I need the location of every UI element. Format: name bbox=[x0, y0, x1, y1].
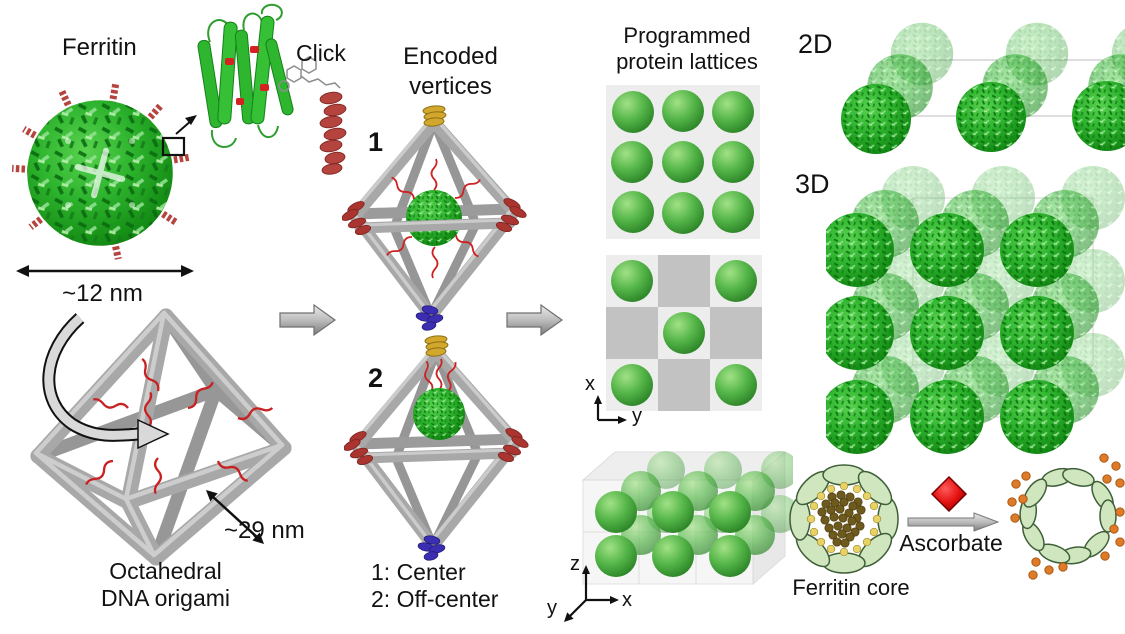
ascorbate-molecule-icon bbox=[930, 475, 968, 513]
blue-vertex-coils bbox=[417, 535, 446, 561]
red-vertex-coils bbox=[342, 198, 527, 236]
ascorbate-reaction-arrow bbox=[907, 512, 1000, 532]
axis-x-label-3d: x bbox=[622, 589, 632, 611]
axis-y-label-3d: y bbox=[547, 597, 557, 619]
red-vertex-coils bbox=[344, 428, 529, 466]
empty-shell-released-iron-illustration bbox=[1007, 453, 1125, 580]
yellow-vertex-coils bbox=[422, 105, 447, 127]
axis-z-label-3d: z bbox=[570, 553, 580, 575]
origami-caption-line2: DNA origami bbox=[100, 585, 231, 611]
protein-shell-subunits bbox=[789, 464, 899, 574]
origami-center-ferritin-illustration bbox=[342, 105, 527, 331]
ferritin-core-illustration bbox=[789, 464, 899, 574]
insertion-curved-arrow bbox=[42, 313, 170, 450]
xyz-axis-glyph bbox=[564, 565, 619, 622]
assembly-3d-rendering bbox=[826, 166, 1125, 454]
encoded-vertices-title-line1: Encoded bbox=[403, 43, 498, 70]
disassembled-shell-subunits bbox=[1019, 467, 1117, 565]
click-linker-structure bbox=[278, 56, 341, 92]
xy-axis-glyph bbox=[594, 395, 627, 424]
lattice-panel-3d-box bbox=[581, 450, 793, 586]
anchor-helix bbox=[319, 91, 347, 175]
click-label: Click bbox=[296, 40, 346, 66]
flow-arrow-1 bbox=[279, 303, 337, 337]
lattices-title-line2: protein lattices bbox=[616, 49, 758, 74]
assembly-2d-rendering bbox=[841, 22, 1125, 154]
blue-vertex-coils bbox=[415, 305, 444, 331]
encoded-vertices-title-line2: vertices bbox=[409, 73, 492, 100]
ferritin-label: Ferritin bbox=[62, 34, 137, 61]
origami-offcenter-ferritin-illustration bbox=[344, 335, 529, 561]
design-1-number: 1 bbox=[368, 127, 384, 157]
legend-offcenter: 2: Off-center bbox=[371, 586, 499, 612]
ferritin-scale-arrow bbox=[16, 265, 194, 277]
subunit-click-chemistry-illustration bbox=[197, 3, 347, 175]
origami-caption-line1: Octahedral bbox=[109, 558, 222, 584]
zoom-box bbox=[161, 136, 186, 157]
assembly-2d-label: 2D bbox=[798, 29, 833, 59]
lattices-title-line1: Programmed bbox=[623, 23, 751, 48]
iron-shell-dots bbox=[806, 481, 882, 557]
axis-y-label-2d: y bbox=[632, 405, 642, 427]
yellow-vertex-coils bbox=[424, 335, 449, 357]
flow-arrow-2 bbox=[506, 303, 564, 337]
ascorbate-label: Ascorbate bbox=[899, 530, 1003, 556]
lattice-panel-simple-cubic bbox=[606, 85, 760, 239]
design-2-number: 2 bbox=[368, 363, 384, 393]
ferritin-nanoparticle-illustration bbox=[11, 83, 197, 260]
lattice-panel-checkerboard bbox=[606, 255, 762, 411]
released-iron-dots bbox=[1007, 453, 1125, 580]
legend-center: 1: Center bbox=[371, 559, 466, 585]
assembly-3d-label: 3D bbox=[795, 169, 830, 199]
origami-edge-length-label: ~29 nm bbox=[224, 517, 305, 544]
axis-x-label-2d: x bbox=[585, 373, 595, 395]
ferritin-core-label: Ferritin core bbox=[792, 575, 910, 600]
iron-core-dots bbox=[817, 490, 866, 548]
octahedral-dna-origami-illustration bbox=[30, 308, 292, 566]
edge-length-arrow bbox=[206, 490, 264, 544]
ferritin-diameter-label: ~12 nm bbox=[62, 280, 143, 307]
